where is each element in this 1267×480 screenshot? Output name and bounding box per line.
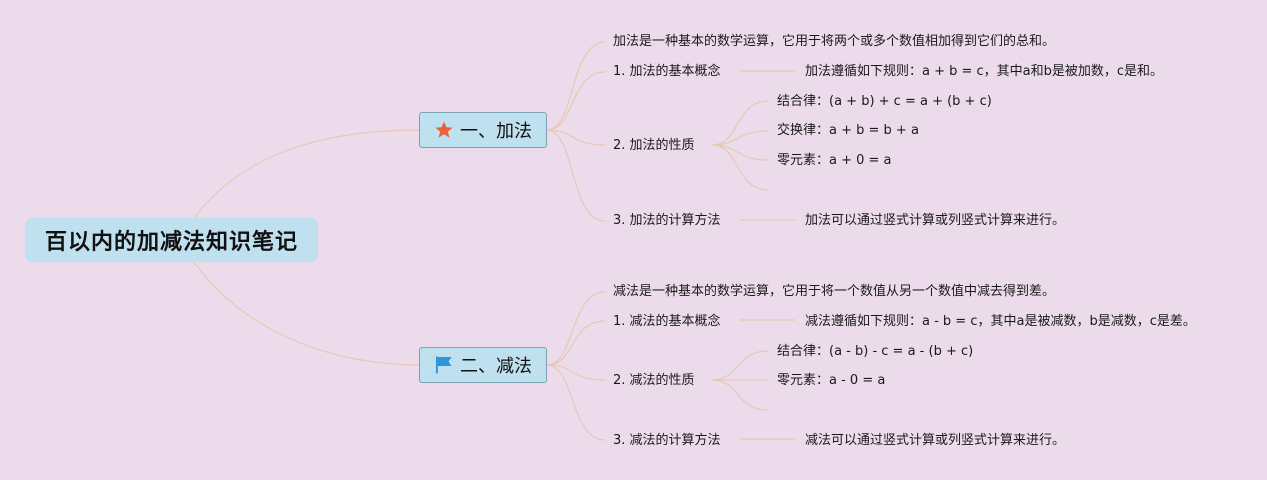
flag-icon [434,355,454,375]
addition-intro[interactable]: 加法是一种基本的数学运算，它用于将两个或多个数值相加得到它们的总和。 [613,34,1056,49]
subtraction-method-label[interactable]: 3. 减法的计算方法 [613,433,721,448]
addition-property-zero[interactable]: 零元素：a + 0 = a [777,153,892,168]
link-sub-prop-3 [711,379,769,411]
subtraction-property-zero[interactable]: 零元素：a - 0 = a [777,373,886,388]
addition-concept-detail[interactable]: 加法遵循如下规则：a + b = c，其中a和b是被加数，c是和。 [805,64,1164,79]
subtraction-concept-label[interactable]: 1. 减法的基本概念 [613,314,721,329]
link-add-intro [546,41,606,131]
link-add-properties [546,129,606,146]
link-sub-concept [546,320,606,366]
addition-concept-label[interactable]: 1. 加法的基本概念 [613,64,721,79]
link-sub-prop-1 [711,350,769,381]
link-add-prop-2 [711,130,769,146]
addition-property-associative[interactable]: 结合律：(a + b) + c = a + (b + c) [777,94,992,109]
link-root-subtraction [179,239,420,366]
branch-node-subtraction[interactable]: 二、减法 [419,347,547,383]
addition-property-commutative[interactable]: 交换律：a + b = b + a [777,123,919,138]
star-icon [434,120,454,140]
addition-properties-label[interactable]: 2. 加法的性质 [613,138,695,153]
link-add-prop-3 [711,144,769,161]
root-title: 百以内的加减法知识笔记 [44,230,298,255]
root-node[interactable]: 百以内的加减法知识笔记 [25,218,318,262]
link-root-addition [179,129,420,241]
link-sub-method [546,364,606,441]
addition-method-detail[interactable]: 加法可以通过竖式计算或列竖式计算来进行。 [805,213,1066,228]
branch-label: 二、减法 [460,356,532,377]
link-add-method [546,129,606,222]
subtraction-properties-label[interactable]: 2. 减法的性质 [613,373,695,388]
link-sub-properties [546,364,606,381]
branch-label: 一、加法 [460,121,532,142]
link-sub-intro [546,291,606,366]
subtraction-concept-detail[interactable]: 减法遵循如下规则：a - b = c，其中a是被减数，b是减数，c是差。 [805,314,1196,329]
subtraction-property-associative[interactable]: 结合律：(a - b) - c = a - (b + c) [777,344,974,359]
addition-method-label[interactable]: 3. 加法的计算方法 [613,213,721,228]
link-add-prop-4 [711,144,769,191]
link-add-concept [546,71,606,131]
link-add-prop-1 [711,100,769,146]
branch-node-addition[interactable]: 一、加法 [419,112,547,148]
subtraction-intro[interactable]: 减法是一种基本的数学运算，它用于将一个数值从另一个数值中减去得到差。 [613,284,1056,299]
subtraction-method-detail[interactable]: 减法可以通过竖式计算或列竖式计算来进行。 [805,433,1066,448]
